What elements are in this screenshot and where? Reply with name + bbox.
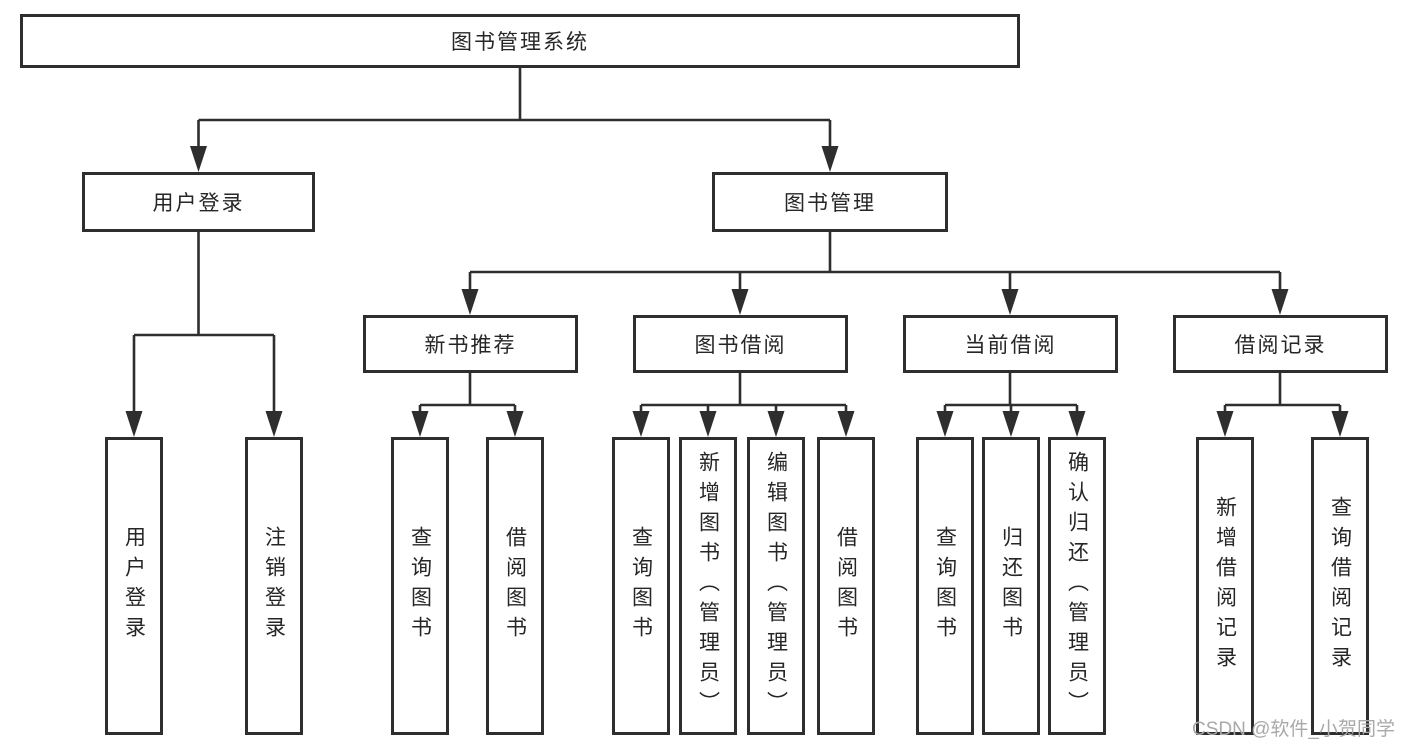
node-label: 用户登录 (122, 526, 146, 646)
node-book-borrowing: 图书借阅 (633, 315, 848, 373)
connector-records-to-leaves (1216, 373, 1349, 437)
leaf-query-books-current: 查询图书 (916, 437, 974, 735)
node-label: 查询图书 (933, 526, 957, 646)
node-label: 注销登录 (262, 526, 286, 646)
node-label: 图书管理系统 (451, 31, 589, 54)
leaf-query-books-recommend: 查询图书 (391, 437, 449, 735)
node-label: 编辑图书（管理员） (764, 451, 788, 721)
node-label: 查询图书 (629, 526, 653, 646)
node-library-management-system: 图书管理系统 (20, 14, 1020, 68)
leaf-query-borrowing-record: 查询借阅记录 (1311, 437, 1369, 735)
node-current-borrowing: 当前借阅 (903, 315, 1118, 373)
leaf-borrow-books: 借阅图书 (817, 437, 875, 735)
leaf-logout: 注销登录 (245, 437, 303, 735)
node-label: 新增图书（管理员） (696, 451, 720, 721)
node-label: 查询借阅记录 (1328, 496, 1352, 676)
leaf-add-books-admin: 新增图书（管理员） (679, 437, 737, 735)
node-label: 确认归还（管理员） (1065, 451, 1089, 721)
csdn-watermark: CSDN @软件_小贺同学 (1192, 719, 1395, 740)
node-label: 图书管理 (784, 192, 876, 215)
leaf-query-books-borrowing: 查询图书 (612, 437, 670, 735)
leaf-edit-books-admin: 编辑图书（管理员） (747, 437, 805, 735)
node-label: 当前借阅 (964, 334, 1057, 357)
node-label: 图书借阅 (694, 334, 787, 357)
node-label: 借阅记录 (1234, 334, 1327, 357)
node-label: 新增借阅记录 (1213, 496, 1237, 676)
connector-borrowing-to-leaves (632, 373, 855, 437)
leaf-user-login: 用户登录 (105, 437, 163, 735)
node-label: 借阅图书 (503, 526, 527, 646)
connector-user-login-to-leaves (125, 232, 283, 437)
leaf-borrow-books-recommend: 借阅图书 (486, 437, 544, 735)
node-label: 归还图书 (999, 526, 1023, 646)
connector-root-to-level2 (190, 68, 839, 172)
connector-book-management-to-level3 (461, 232, 1289, 315)
leaf-return-books: 归还图书 (982, 437, 1040, 735)
connector-current-to-leaves (936, 373, 1086, 437)
node-label: 用户登录 (152, 192, 245, 215)
node-borrowing-records: 借阅记录 (1173, 315, 1388, 373)
node-new-book-recommendation: 新书推荐 (363, 315, 578, 373)
node-label: 借阅图书 (834, 526, 858, 646)
leaf-confirm-return-admin: 确认归还（管理员） (1048, 437, 1106, 735)
node-book-management: 图书管理 (712, 172, 948, 232)
connector-recommendation-to-leaves (411, 373, 524, 437)
node-user-login-module: 用户登录 (82, 172, 315, 232)
node-label: 新书推荐 (424, 334, 517, 357)
node-label: 查询图书 (408, 526, 432, 646)
leaf-add-borrowing-record: 新增借阅记录 (1196, 437, 1254, 735)
